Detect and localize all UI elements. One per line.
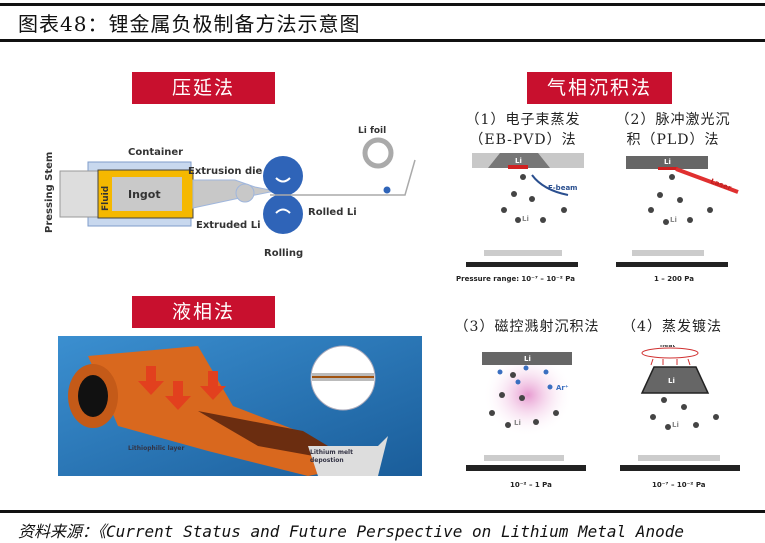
label-rolling: Rolling (264, 248, 303, 259)
label-li-foil: Li foil (358, 126, 386, 136)
caption-line: （EB-PVD）法 (469, 132, 577, 148)
particle-label: Li (670, 216, 677, 224)
vapor-panels-bottom: Li Ar⁺ Li 10⁻² – 1 Pa heat Li Li 10⁻⁷ – … (466, 345, 740, 489)
caption-pld: （2）脉冲激光沉积（PLD）法 (598, 110, 748, 150)
e-beam-label: E-beam (548, 184, 577, 192)
label-fluid: Fluid (101, 186, 111, 211)
ion-label: Ar⁺ (556, 384, 569, 392)
target-label: Li (515, 157, 522, 165)
label-ingot: Ingot (128, 188, 161, 201)
label-deposition: depostion (310, 457, 344, 464)
liquid-phase-image: Lithiophilic layer Lithium melt depostio… (58, 336, 422, 476)
banner-liquid: 液相法 (132, 296, 275, 328)
pressure-eb-pvd: Pressure range: 10⁻⁷ – 10⁻² Pa (456, 275, 575, 283)
pressure-sputtering: 10⁻² – 1 Pa (510, 481, 552, 489)
label-extrusion-die: Extrusion die (188, 166, 263, 177)
top-rule (0, 3, 765, 6)
label-lithium-melt: Lithium melt (310, 449, 353, 456)
title-rule (0, 39, 765, 42)
target-label: Li (668, 377, 675, 385)
caption-sputtering: （3）磁控溅射沉积法 (454, 319, 600, 335)
banner-rolling: 压延法 (132, 72, 275, 104)
particle-label: Li (522, 215, 529, 223)
pressure-pld: 1 – 200 Pa (654, 275, 694, 283)
figure-title: 图表48：锂金属负极制备方法示意图 (18, 12, 361, 36)
source-note: 资料来源：《Current Status and Future Perspect… (18, 522, 684, 541)
heat-label: heat (660, 345, 675, 349)
caption-evaporation: （4）蒸发镀法 (622, 319, 722, 335)
bottom-roller (263, 194, 303, 234)
caption-line: （1）电子束蒸发 (465, 112, 581, 128)
laser-label: Laser (709, 177, 733, 192)
label-extruded-li: Extruded Li (196, 220, 261, 231)
target-label: Li (524, 355, 531, 363)
banner-vapor: 气相沉积法 (527, 72, 672, 104)
label-pressing-stem: Pressing Stem (44, 152, 55, 233)
label-container: Container (128, 147, 183, 158)
caption-line: （2）脉冲激光沉 (615, 112, 731, 128)
bottom-rule (0, 510, 765, 513)
particle-label: Li (514, 419, 521, 427)
caption-line: 积（PLD）法 (626, 132, 720, 148)
top-roller (263, 156, 303, 196)
label-rolled-li: Rolled Li (308, 207, 357, 218)
caption-eb-pvd: （1）电子束蒸发 （EB-PVD）法 (448, 110, 598, 150)
label-lithiophilic-layer: Lithiophilic layer (128, 445, 184, 452)
rolling-diagram: Container Pressing Stem Fluid Ingot Extr… (44, 126, 416, 259)
target-label: Li (664, 158, 671, 166)
particle-label: Li (672, 421, 679, 429)
vapor-panels-top: Li E-beam Li Pressure range: 10⁻⁷ – 10⁻²… (456, 153, 739, 283)
pressure-evaporation: 10⁻⁷ – 10⁻² Pa (652, 481, 706, 489)
